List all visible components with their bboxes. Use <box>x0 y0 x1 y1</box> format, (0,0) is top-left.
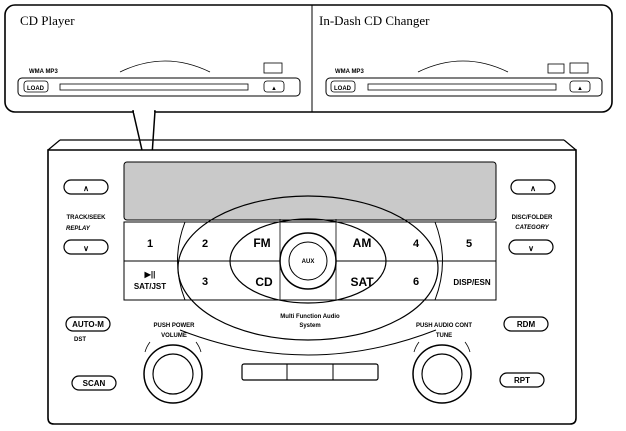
push-audio-cont-label: PUSH AUDIO CONT <box>416 323 472 329</box>
scan-label: SCAN <box>83 379 106 388</box>
track-up-icon: ∧ <box>83 184 89 193</box>
cd-player-eject-icon: ▲ <box>271 86 277 92</box>
cd-changer-load-label: LOAD <box>334 86 352 92</box>
am-button[interactable]: AM <box>353 236 372 250</box>
volume-label: VOLUME <box>161 333 187 339</box>
auto-m-button[interactable] <box>65 316 111 332</box>
rdm-label: RDM <box>517 320 536 329</box>
disc-up-button[interactable] <box>510 179 556 195</box>
system-name-line2: System <box>299 323 320 329</box>
aux-button[interactable] <box>279 232 337 290</box>
scan-button[interactable] <box>71 375 117 391</box>
preset-6-label: 6 <box>413 276 419 288</box>
center-slot <box>241 363 379 381</box>
rpt-button[interactable] <box>499 372 545 388</box>
disc-down-button[interactable] <box>508 239 554 255</box>
cd-player-slot <box>17 60 301 97</box>
cd-changer-eject-icon: ▲ <box>577 86 583 92</box>
fm-button[interactable]: FM <box>253 236 270 250</box>
preset-3-label: 3 <box>202 276 208 288</box>
sat-button[interactable]: SAT <box>350 275 374 289</box>
disc-up-icon: ∧ <box>530 184 536 193</box>
cd-button[interactable]: CD <box>255 275 273 289</box>
rdm-button[interactable] <box>503 316 549 332</box>
cd-changer-slot <box>325 60 603 97</box>
tune-knob[interactable] <box>412 341 472 404</box>
push-power-label: PUSH POWER <box>153 323 195 329</box>
disp-esn-button[interactable]: DISP/ESN <box>453 278 491 287</box>
cd-player-format-label: WMA MP3 <box>29 69 58 75</box>
system-name-line1: Multi Function Audio <box>280 314 340 320</box>
preset-1-label: 1 <box>147 238 153 250</box>
cd-player-title: CD Player <box>20 13 75 28</box>
tune-label: TUNE <box>436 333 452 339</box>
preset-2-label: 2 <box>202 238 208 250</box>
cd-player-load-label: LOAD <box>27 86 45 92</box>
category-label: CATEGORY <box>515 225 549 231</box>
dst-label: DST <box>74 337 86 343</box>
cd-changer-format-label: WMA MP3 <box>335 69 364 75</box>
aux-label: AUX <box>302 259 315 265</box>
preset-4-label: 4 <box>413 238 420 250</box>
disc-folder-label: DISC/FOLDER <box>512 215 553 221</box>
volume-knob[interactable] <box>143 341 203 404</box>
rpt-label: RPT <box>514 376 530 385</box>
track-down-button[interactable] <box>63 239 109 255</box>
track-up-button[interactable] <box>63 179 109 195</box>
preset-5-label: 5 <box>466 238 472 250</box>
cd-changer-title: In-Dash CD Changer <box>319 13 430 28</box>
track-down-icon: ∨ <box>83 244 89 253</box>
play-pause-icon: ▶|| <box>144 270 156 279</box>
disc-down-icon: ∨ <box>528 244 534 253</box>
sat-jst-button[interactable]: SAT/JST <box>134 282 166 291</box>
track-seek-label: TRACK/SEEK <box>66 215 106 221</box>
auto-m-label: AUTO-M <box>72 320 104 329</box>
replay-label: REPLAY <box>66 226 91 232</box>
